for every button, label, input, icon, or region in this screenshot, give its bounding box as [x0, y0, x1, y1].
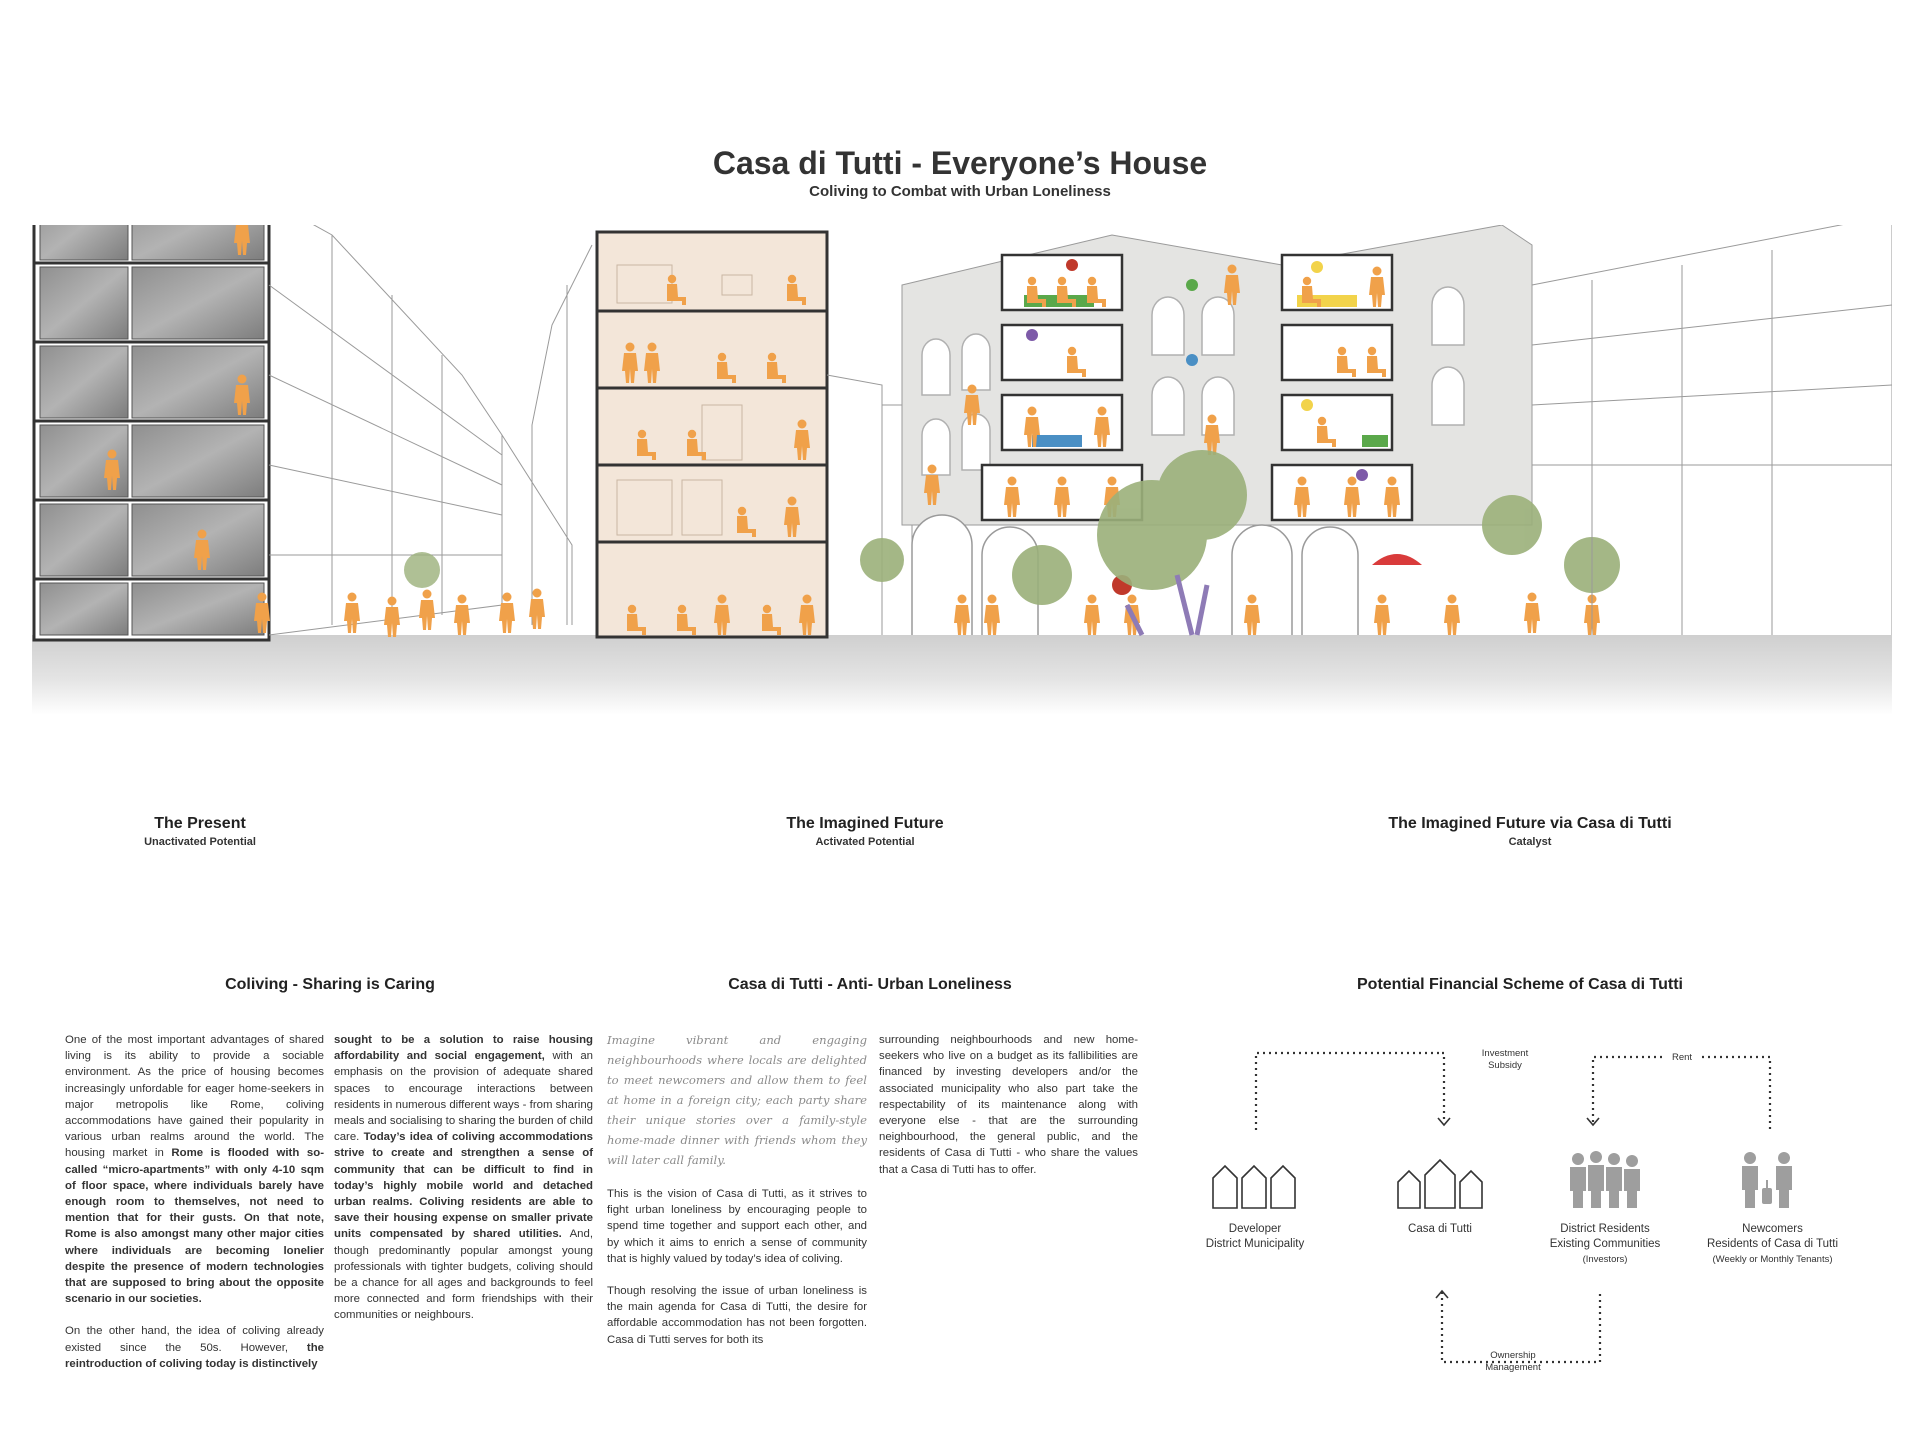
node-district-residents: District Residents Existing Communities …: [1549, 1223, 1661, 1265]
scene-future-building: [595, 230, 829, 639]
page-subtitle: Coliving to Combat with Urban Loneliness: [809, 183, 1111, 200]
coliving-paragraph: On the other hand, the idea of coliving …: [65, 1325, 324, 1370]
node-newcomers: Newcomers Residents of Casa di Tutti (We…: [1706, 1223, 1839, 1265]
scene-catalyst-background: [1531, 225, 1892, 635]
section-title-coliving: Coliving - Sharing is Caring: [225, 976, 435, 993]
section-title-financial-scheme: Potential Financial Scheme of Casa di Tu…: [1357, 976, 1683, 993]
caption-present-subtitle: Unactivated Potential: [144, 836, 256, 848]
caption-future: The Imagined Future Activated Potential: [750, 815, 980, 848]
coliving-paragraph: sought to be a solution to raise housing…: [334, 1034, 594, 1322]
vision-script-paragraph: Imagine vibrant and engaging neighbourho…: [607, 1033, 867, 1167]
caption-catalyst-subtitle: Catalyst: [1508, 836, 1552, 848]
node-developer: Developer District Municipality: [1205, 1223, 1305, 1250]
vision-paragraph: This is the vision of Casa di Tutti, as …: [607, 1188, 867, 1265]
affordability-paragraph: Though resolving the issue of urban lone…: [607, 1285, 867, 1346]
caption-catalyst: The Imagined Future via Casa di Tutti Ca…: [1360, 815, 1700, 848]
coliving-paragraph: One of the most important advantages of …: [65, 1034, 324, 1306]
coliving-text-column-2: sought to be a solution to raise housing…: [334, 1032, 593, 1324]
financing-paragraph: surrounding neighbourhoods and new home-…: [879, 1034, 1138, 1176]
flow-label-investment-subsidy: Investment Subsidy: [1481, 1048, 1529, 1071]
scheme-flow-arrows: [1212, 1051, 1792, 1364]
caption-future-subtitle: Activated Potential: [815, 836, 915, 848]
scene-future-street: [826, 374, 913, 635]
anti-text-column-2: surrounding neighbourhoods and new home-…: [879, 1032, 1138, 1178]
street-section-illustration: [32, 225, 1892, 885]
caption-present: The Present Unactivated Potential: [100, 815, 300, 848]
anti-text-column-1: Imagine vibrant and engaging neighbourho…: [607, 1030, 867, 1348]
page-title: Casa di Tutti - Everyone’s House: [712, 145, 1208, 181]
scene-catalyst-building: [860, 225, 1620, 637]
flow-label-rent: Rent: [1662, 1052, 1702, 1064]
coliving-text-column-1: One of the most important advantages of …: [65, 1032, 324, 1372]
section-title-anti-loneliness: Casa di Tutti - Anti- Urban Loneliness: [728, 976, 1012, 993]
caption-future-title: The Imagined Future: [786, 815, 944, 832]
scene-present-building: [32, 225, 271, 642]
caption-catalyst-title: The Imagined Future via Casa di Tutti: [1388, 815, 1672, 832]
financial-scheme-diagram: Investment Subsidy Rent Ownership Manage…: [1180, 1030, 1880, 1400]
caption-present-title: The Present: [154, 815, 246, 832]
flow-label-ownership-management: Ownership Management: [1485, 1350, 1541, 1373]
node-casa-di-tutti: Casa di Tutti: [1408, 1223, 1472, 1235]
